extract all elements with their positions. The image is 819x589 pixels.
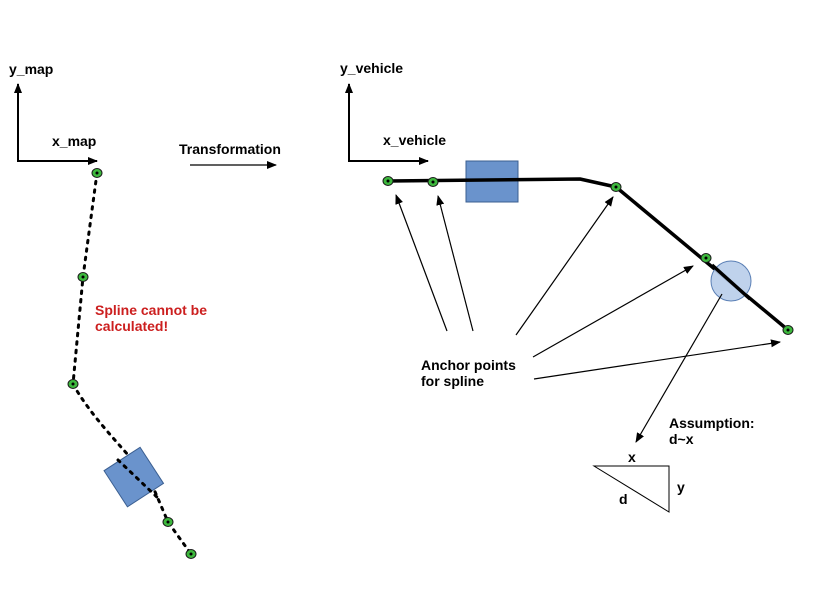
map-anchor-point	[162, 517, 174, 527]
map-path-over-box	[116, 458, 162, 502]
pointer-arrow	[395, 194, 448, 332]
triangle-label-y: y	[677, 479, 685, 495]
vehicle-anchor-point	[610, 182, 622, 192]
x-vehicle-label: x_vehicle	[383, 132, 446, 148]
vehicle-path-over-circle	[710, 263, 752, 301]
map-anchor-points	[67, 168, 197, 559]
x-map-label: x_map	[52, 133, 96, 149]
vehicle-anchor-point	[427, 177, 439, 187]
vehicle-anchor-point	[382, 176, 394, 186]
vehicle-anchor-points	[382, 176, 794, 335]
map-obstacle-box	[103, 446, 165, 508]
transformation: Transformation	[179, 141, 281, 169]
y-map-label: y_map	[9, 61, 53, 77]
pointer-arrow	[532, 265, 694, 358]
pointer-arrow	[436, 195, 474, 332]
assumption-arrow	[635, 293, 723, 443]
map-anchor-point	[67, 379, 79, 389]
triangle-label-x: x	[628, 449, 636, 465]
warning-text-line2: calculated!	[95, 318, 168, 334]
map-anchor-point	[185, 549, 197, 559]
vehicle-frame: y_vehicle x_vehicle	[340, 60, 446, 165]
assumption-triangle	[592, 465, 670, 513]
assumption-line2: d~x	[669, 431, 694, 447]
y-vehicle-label: y_vehicle	[340, 60, 403, 76]
anchor-note-line1: Anchor points	[421, 357, 516, 373]
transformation-label: Transformation	[179, 141, 281, 157]
assumption-line1: Assumption:	[669, 415, 755, 431]
pointer-arrow	[515, 196, 614, 336]
map-frame: y_map x_map	[9, 61, 98, 165]
vehicle-anchor-point	[782, 325, 794, 335]
vehicle-path	[386, 177, 790, 332]
map-anchor-point	[77, 272, 89, 282]
triangle-label-d: d	[619, 491, 628, 507]
vehicle-anchor-point	[700, 253, 712, 263]
map-anchor-point	[91, 168, 103, 178]
warning-text-line1: Spline cannot be	[95, 302, 207, 318]
pointer-arrow	[533, 339, 781, 380]
anchor-note-line2: for spline	[421, 373, 484, 389]
anchor-pointer-arrows	[395, 194, 781, 380]
